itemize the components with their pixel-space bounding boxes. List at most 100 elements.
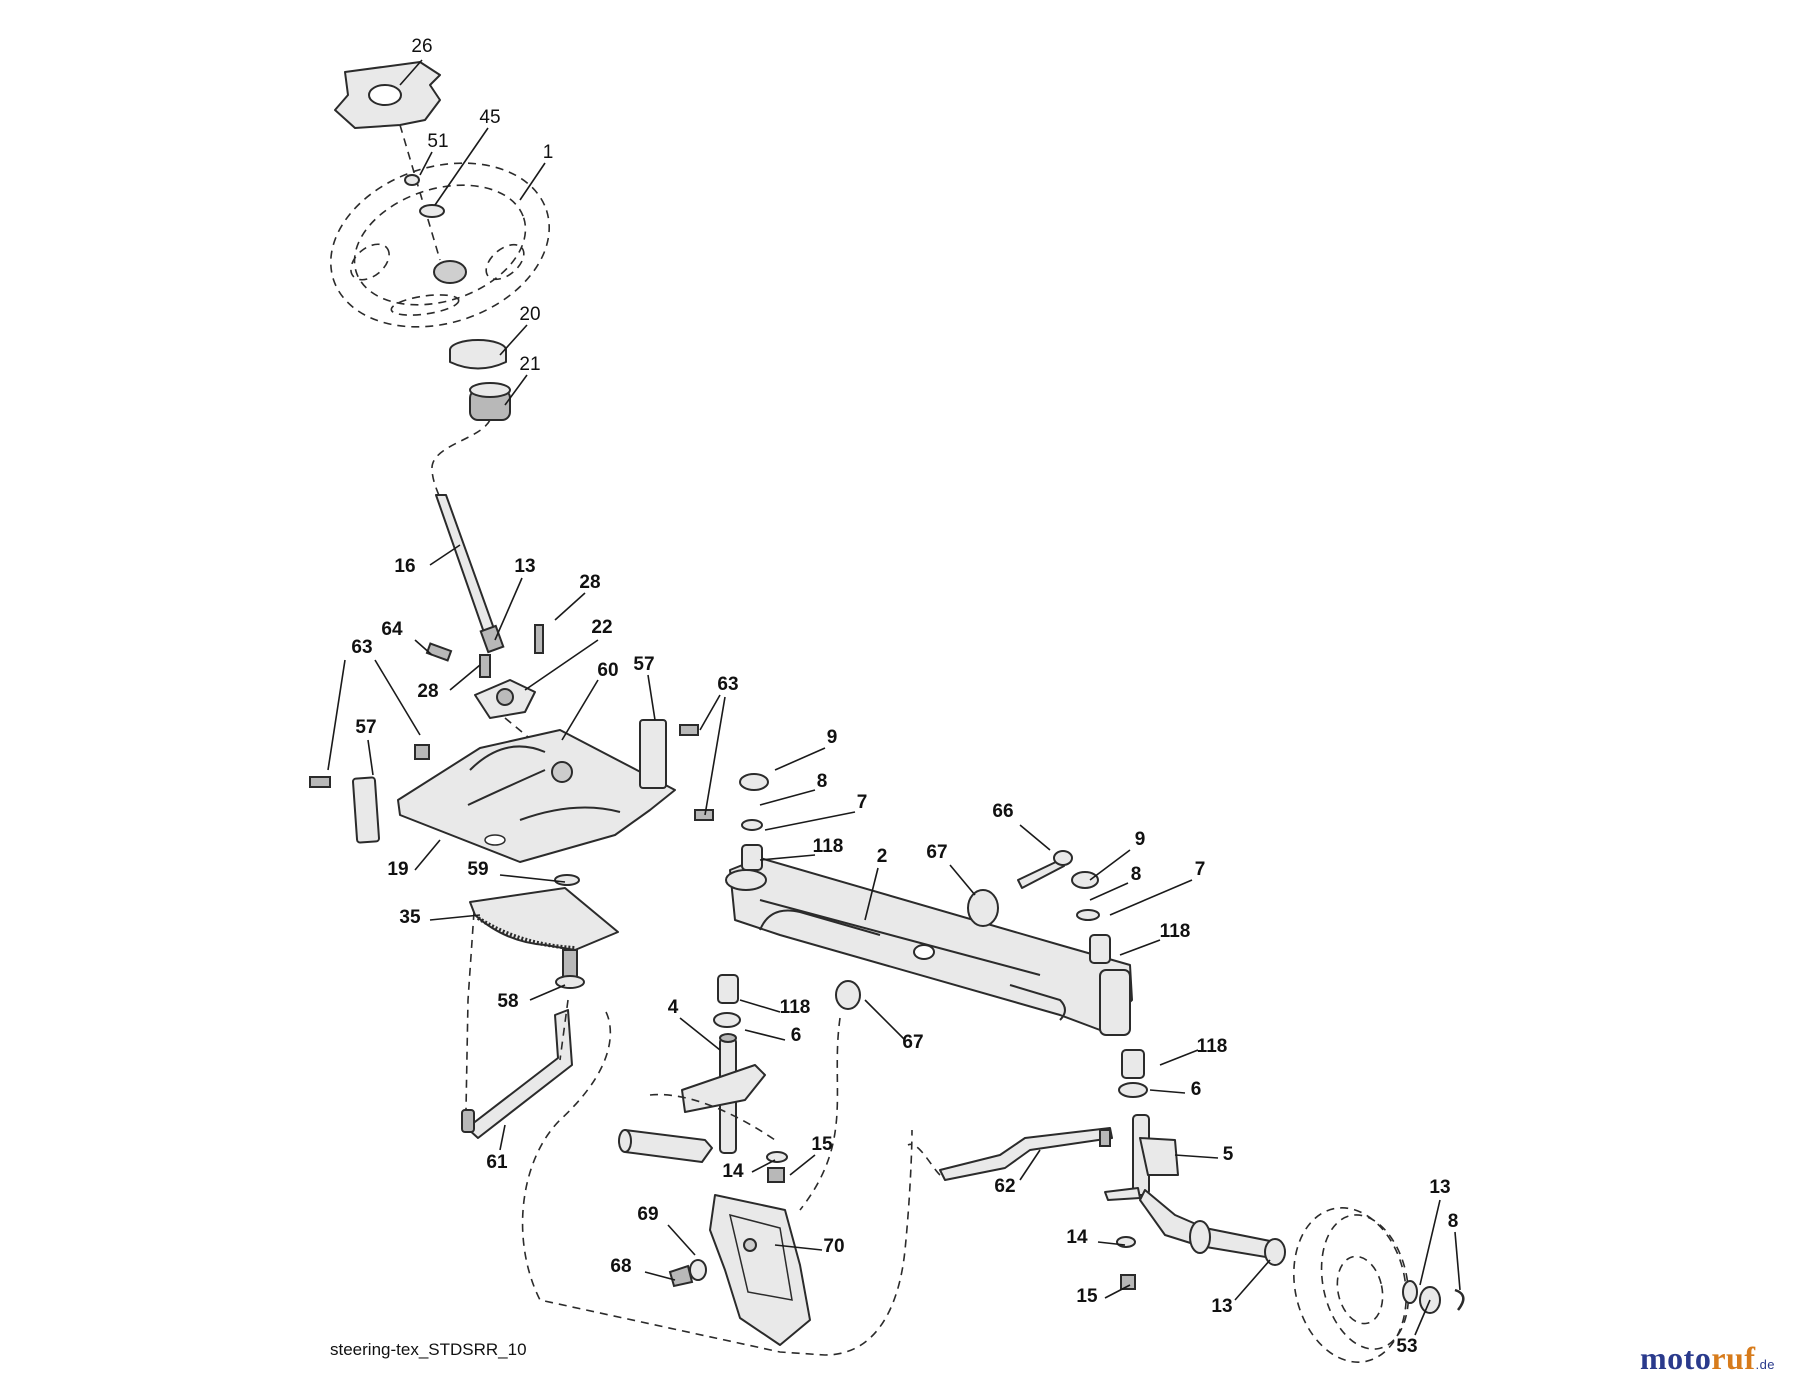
leader-line	[1234, 1259, 1271, 1301]
leader-line	[739, 999, 781, 1013]
callout-label: 64	[381, 619, 403, 640]
leader-line	[1149, 1089, 1186, 1094]
callout-label: 51	[427, 131, 448, 152]
leader-line	[374, 659, 421, 736]
leader-line	[367, 739, 374, 776]
logo-part-1: moto	[1640, 1340, 1712, 1376]
leader-line	[949, 864, 976, 896]
callout-label: 8	[1131, 864, 1142, 885]
callout-label: 45	[479, 107, 500, 128]
callout-label: 2	[877, 846, 888, 867]
wheel-washer-part	[1402, 1280, 1418, 1304]
side-plate-right-part	[639, 719, 667, 789]
shoulder-bolt-part	[689, 1259, 707, 1281]
side-plate-left-part	[351, 776, 381, 844]
leader-line	[504, 374, 528, 406]
callout-label: 63	[717, 674, 738, 695]
callout-label: 57	[355, 717, 376, 738]
leader-line	[414, 639, 433, 656]
leader-line	[1089, 849, 1131, 881]
adapter-part	[469, 382, 511, 421]
callout-label: 28	[579, 572, 600, 593]
leader-line	[554, 592, 586, 621]
leader-line	[449, 664, 481, 691]
brand-logo: motoruf.de	[1640, 1340, 1775, 1377]
nut-part	[668, 1264, 694, 1288]
callout-label: 69	[637, 1204, 658, 1225]
e-clip-part	[1454, 1288, 1465, 1311]
leader-line	[759, 789, 816, 806]
callout-label: 4	[668, 997, 679, 1018]
axle-pivot-bolt-part	[1017, 850, 1073, 889]
leader-line	[644, 1271, 676, 1281]
callout-label: 15	[1076, 1286, 1098, 1307]
leader-line	[434, 127, 489, 206]
washer-right-part	[1118, 1082, 1148, 1098]
leader-line	[751, 1159, 776, 1173]
leader-line	[1119, 939, 1161, 956]
leader-line	[1159, 1049, 1199, 1066]
callout-label: 8	[817, 771, 828, 792]
steering-shaft-part	[435, 494, 505, 654]
callout-label: 62	[994, 1176, 1015, 1197]
spacer-lower-part	[835, 980, 861, 1010]
support-bracket-part	[397, 729, 676, 863]
callout-label: 118	[1160, 921, 1191, 942]
front-axle-part	[725, 857, 1133, 1036]
leader-line	[774, 1244, 823, 1251]
callout-label: 13	[1429, 1177, 1450, 1198]
callout-label: 7	[1195, 859, 1206, 880]
spindle-right-part	[1104, 1114, 1276, 1259]
bearing-plate-part	[425, 624, 544, 719]
callout-label: 15	[811, 1134, 833, 1155]
logo-part-2: ruf	[1711, 1340, 1756, 1376]
leader-line	[679, 1017, 721, 1051]
leader-line	[327, 659, 346, 771]
front-wheel-part	[1293, 1207, 1410, 1363]
leader-line	[529, 984, 566, 1001]
bushing-top-left-part	[741, 844, 763, 871]
callout-label: 68	[610, 1256, 631, 1277]
callout-label: 1	[543, 142, 554, 163]
bushing-right-part	[1121, 1049, 1145, 1079]
callout-label: 58	[497, 991, 518, 1012]
callout-label: 60	[597, 660, 618, 681]
leader-line	[429, 544, 461, 566]
leader-line	[759, 854, 816, 861]
leader-line	[499, 1124, 506, 1151]
callout-label: 19	[387, 859, 408, 880]
callout-label: 57	[633, 654, 654, 675]
callout-label: 118	[780, 997, 811, 1018]
steering-cap-part	[334, 61, 441, 129]
leader-line	[699, 694, 721, 731]
leader-line	[399, 59, 423, 86]
leader-line	[864, 867, 879, 921]
leader-line	[561, 679, 599, 741]
leader-line	[429, 914, 481, 921]
diagram-caption: steering-tex_STDSRR_10	[330, 1340, 527, 1359]
bushing-left-part	[717, 974, 739, 1004]
leader-line	[519, 162, 546, 201]
callout-label: 14	[1066, 1227, 1088, 1248]
leader-line	[494, 577, 523, 641]
sector-gear-part	[469, 887, 619, 951]
leader-line	[1174, 1154, 1219, 1159]
leader-line	[1097, 1241, 1126, 1246]
callout-label: 13	[514, 556, 535, 577]
callout-label: 8	[1448, 1211, 1459, 1232]
axle-washer-part	[1264, 1238, 1286, 1266]
leader-line	[667, 1224, 696, 1256]
leader-line	[499, 324, 528, 356]
tie-rod-part	[939, 1127, 1113, 1181]
leader-line	[1019, 824, 1051, 851]
callout-label: 5	[1223, 1144, 1234, 1165]
spindle-left-part	[618, 1033, 766, 1163]
callout-label: 28	[417, 681, 438, 702]
leader-line	[419, 151, 433, 176]
leader-line	[864, 999, 906, 1041]
cap-right-part	[1071, 871, 1099, 889]
leader-line	[499, 874, 566, 883]
callout-label: 63	[351, 637, 372, 658]
